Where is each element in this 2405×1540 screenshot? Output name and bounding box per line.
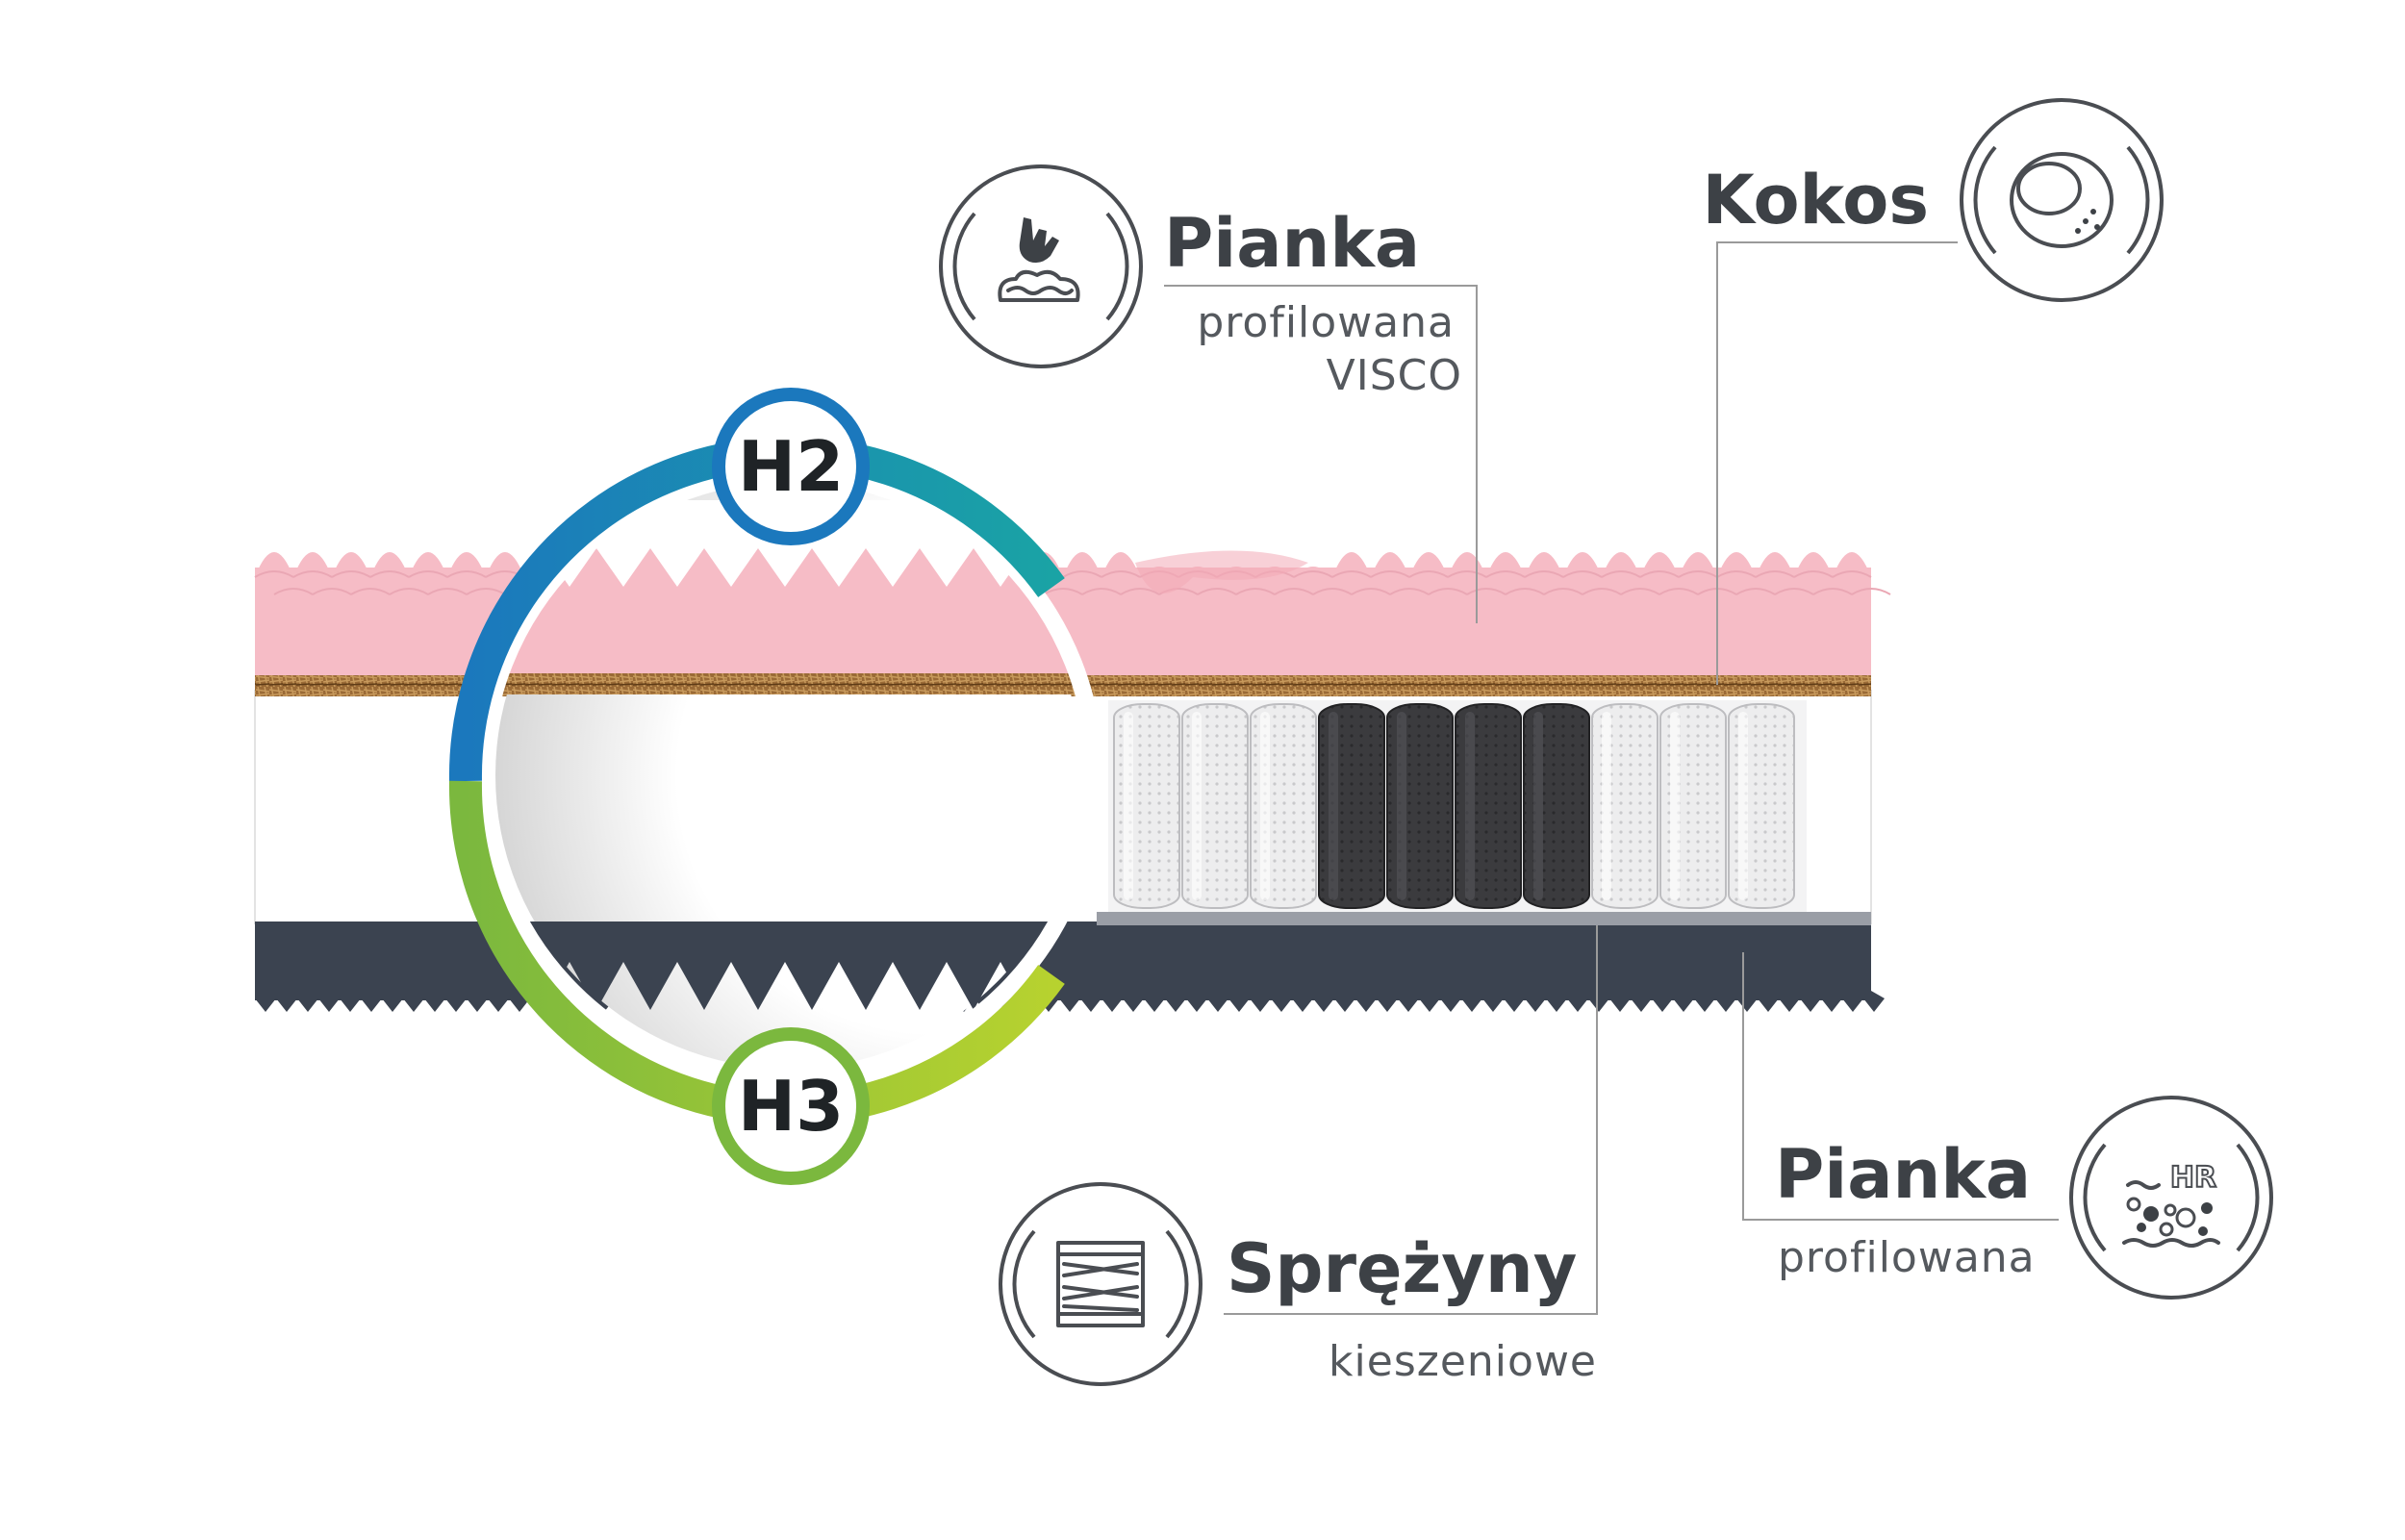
visco-subtitle-1: profilowana xyxy=(1197,298,1455,347)
spring-highlight xyxy=(1124,712,1133,900)
lens-bottom-edge xyxy=(489,952,1089,1010)
hr-icon-text: HR xyxy=(2170,1161,2216,1195)
label-coconut: Kokos xyxy=(1702,98,2164,302)
visco-foam-zone-mid xyxy=(1135,550,1308,593)
springs-title: Sprężyny xyxy=(1227,1229,1577,1308)
hardness-h3-label: H3 xyxy=(738,1066,844,1147)
hr-foam-subtitle: profilowana xyxy=(1778,1233,2036,1282)
spring-highlight xyxy=(1738,712,1748,900)
spring-highlight xyxy=(1670,712,1680,900)
lens-bottom-foam xyxy=(489,921,1089,962)
label-springs: Sprężyny kieszeniowe xyxy=(999,1182,1597,1386)
spring-highlight xyxy=(1260,712,1270,900)
bottom-foam-profile xyxy=(255,991,1885,1012)
visco-subtitle-2: VISCO xyxy=(1327,351,1462,400)
coconut-icon xyxy=(1960,98,2164,302)
hardness-badge-h2: H2 xyxy=(712,388,870,545)
leader-coconut xyxy=(1716,241,1958,685)
spring-highlight xyxy=(1192,712,1202,900)
springs-icon xyxy=(999,1182,1202,1386)
leader-visco xyxy=(1164,285,1478,623)
spring-highlight xyxy=(1533,712,1543,900)
coconut-title: Kokos xyxy=(1702,161,1929,240)
hardness-lens: H2 H3 xyxy=(448,388,1103,1185)
spring-highlight xyxy=(1397,712,1406,900)
springs-subtitle: kieszeniowe xyxy=(1329,1337,1597,1386)
hardness-ring-top xyxy=(448,436,1065,782)
hardness-h2-label: H2 xyxy=(738,426,844,507)
hr-foam-icon: HR xyxy=(2069,1096,2273,1300)
leader-hr-foam xyxy=(1742,952,2059,1221)
lens-coconut xyxy=(489,673,1089,694)
bottom-foam-teeth xyxy=(255,991,1885,1012)
label-hr-foam: Pianka profilowana HR xyxy=(1775,1096,2273,1300)
spring-highlight xyxy=(1602,712,1611,900)
hardness-ring-bottom xyxy=(448,780,1065,1126)
spring-highlight xyxy=(1329,712,1338,900)
hr-foam-title: Pianka xyxy=(1775,1135,2031,1214)
leader-lines xyxy=(1164,241,2059,1315)
visco-title: Pianka xyxy=(1164,204,1420,283)
spring-highlight xyxy=(1465,712,1475,900)
pocket-springs xyxy=(1113,703,1795,909)
hardness-badge-h3: H3 xyxy=(712,1027,870,1185)
springs-base xyxy=(1097,912,1871,925)
hand-foam-icon xyxy=(939,164,1143,368)
leader-springs xyxy=(1224,925,1598,1315)
label-visco-foam: Pianka profilowana VISCO xyxy=(939,164,1462,400)
